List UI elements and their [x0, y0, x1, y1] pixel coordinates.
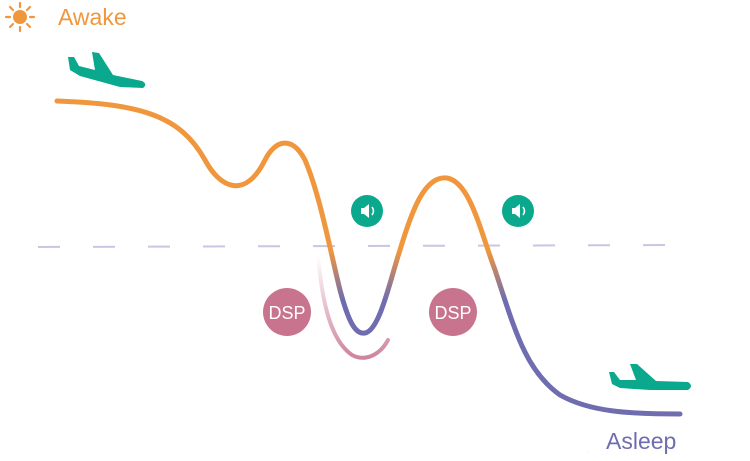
dsp-label-1: DSP — [268, 303, 305, 323]
speaker-icon — [351, 195, 383, 227]
dsp-label-2: DSP — [434, 303, 471, 323]
dsp-badge-1 — [263, 288, 311, 336]
speaker-icon — [502, 195, 534, 227]
asleep-label: Asleep — [606, 428, 677, 454]
alertness-curve — [54, 98, 683, 417]
ghost-curve — [316, 254, 390, 360]
airplane-landing-icon — [609, 364, 691, 390]
airplane-takeoff-icon — [68, 52, 146, 88]
dsp-badge-2 — [429, 288, 477, 336]
threshold-line — [37, 244, 673, 248]
awake-label: Awake — [58, 4, 127, 30]
sun-icon — [4, 1, 36, 33]
moon-icon — [577, 430, 594, 452]
